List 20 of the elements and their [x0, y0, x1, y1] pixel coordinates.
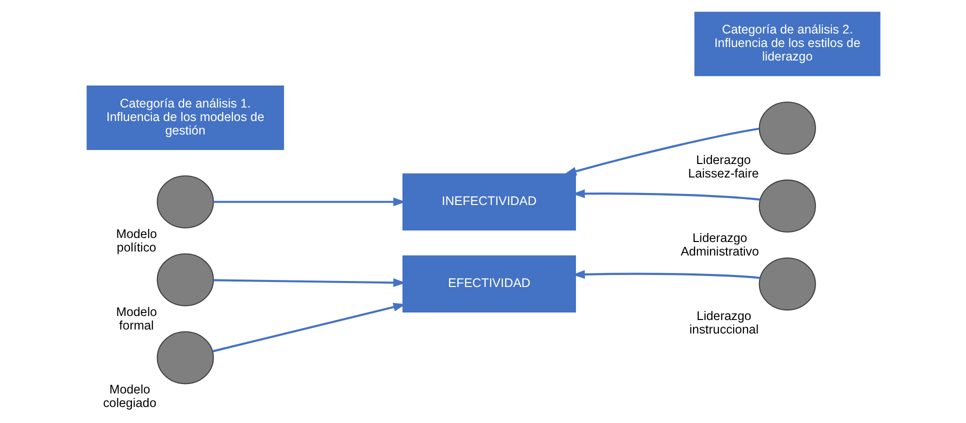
node-label: Liderazgo Laissez-faire: [688, 153, 758, 181]
arrow: [212, 278, 406, 288]
node-box: Categoría de análisis 2. Influencia de los estilos de liderazgo: [694, 12, 880, 76]
node-label: Liderazgo Administrativo: [680, 230, 758, 258]
node-box: INEFECTIVIDAD: [402, 173, 576, 230]
node-label: Modelo formal: [116, 304, 156, 332]
node-circle: [758, 257, 816, 310]
node-circle: [156, 175, 214, 228]
node-circle: [156, 253, 214, 306]
arrow: [212, 198, 406, 206]
node-circle: [758, 180, 816, 233]
arrow: [563, 128, 759, 176]
node-circle: [156, 331, 214, 384]
node-box: Categoría de análisis 1. Influencia de los modelos de gestión: [86, 86, 284, 150]
arrow: [212, 302, 406, 352]
node-label: Liderazgo instruccional: [688, 308, 758, 336]
node-label: Modelo político: [116, 226, 156, 254]
node-box: EFECTIVIDAD: [402, 255, 576, 313]
node-label: Modelo colegiado: [102, 382, 156, 410]
node-circle: [758, 102, 816, 155]
